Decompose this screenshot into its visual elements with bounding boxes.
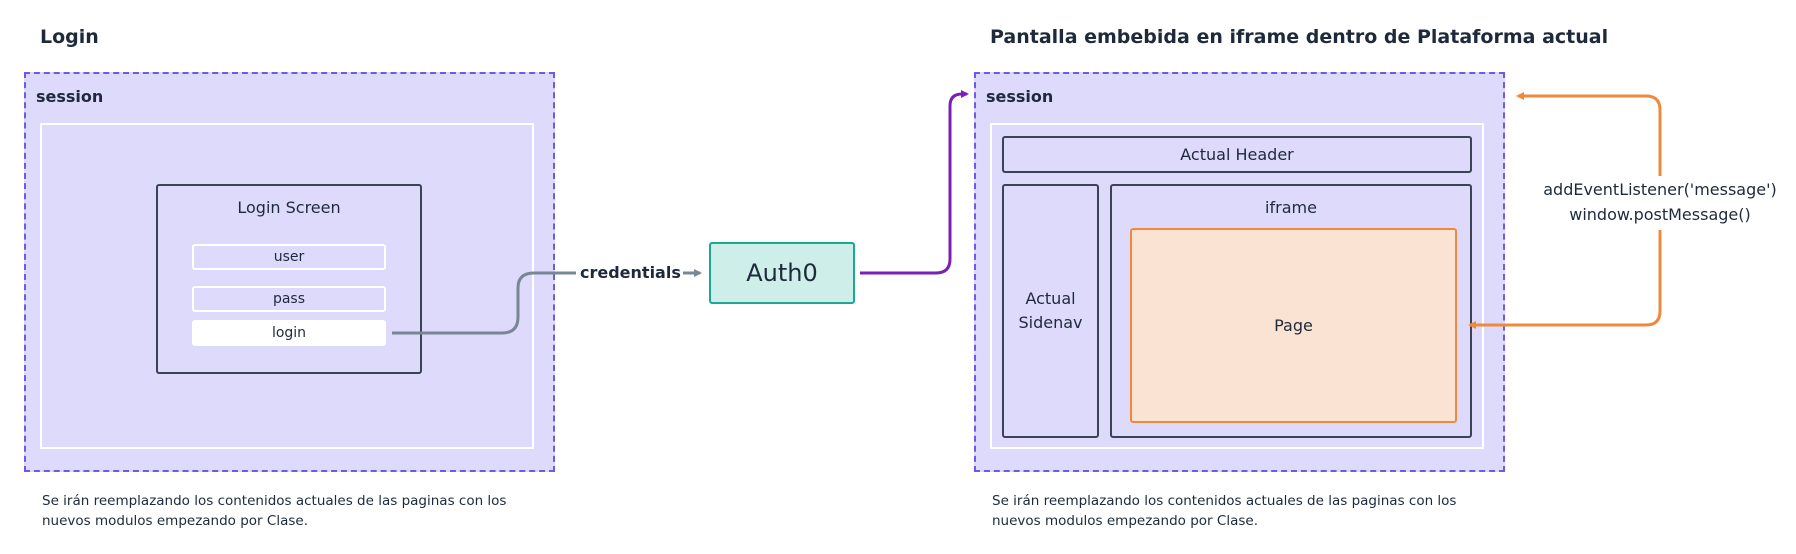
sidenav-label-line-2: Sidenav bbox=[1018, 313, 1083, 332]
auth0-node: Auth0 bbox=[709, 242, 855, 304]
session-label-embedded: session bbox=[986, 87, 1054, 106]
actual-header-box: Actual Header bbox=[1002, 136, 1472, 173]
message-label-line-2: window.postMessage() bbox=[1569, 205, 1751, 224]
embedded-note: Se irán reemplazando los contenidos actu… bbox=[992, 491, 1512, 531]
sidenav-label-line-1: Actual bbox=[1025, 289, 1076, 308]
page-box: Page bbox=[1130, 228, 1457, 423]
iframe-label: iframe bbox=[1265, 198, 1317, 217]
message-edge-to-session bbox=[1516, 92, 1662, 176]
embedded-note-line-2: nuevos modulos empezando por Clase. bbox=[992, 513, 1258, 529]
user-field[interactable]: user bbox=[192, 244, 386, 270]
embedded-note-line-1: Se irán reemplazando los contenidos actu… bbox=[992, 493, 1457, 509]
session-label-login: session bbox=[36, 87, 104, 106]
credentials-label: credentials bbox=[578, 263, 683, 282]
login-note: Se irán reemplazando los contenidos actu… bbox=[42, 491, 562, 531]
message-label-line-1: addEventListener('message') bbox=[1543, 180, 1777, 199]
auth-to-session-edge bbox=[860, 90, 969, 275]
login-note-line-1: Se irán reemplazando los contenidos actu… bbox=[42, 493, 507, 509]
actual-header-label: Actual Header bbox=[1180, 145, 1294, 164]
embedded-title: Pantalla embebida en iframe dentro de Pl… bbox=[990, 26, 1609, 48]
pass-field[interactable]: pass bbox=[192, 286, 386, 312]
actual-sidenav-box: Actual Sidenav bbox=[1002, 184, 1099, 438]
login-note-line-2: nuevos modulos empezando por Clase. bbox=[42, 513, 308, 529]
login-title: Login bbox=[40, 26, 99, 48]
message-label: addEventListener('message') window.postM… bbox=[1540, 177, 1780, 227]
login-button[interactable]: login bbox=[192, 320, 386, 346]
login-screen-title: Login Screen bbox=[237, 198, 341, 217]
